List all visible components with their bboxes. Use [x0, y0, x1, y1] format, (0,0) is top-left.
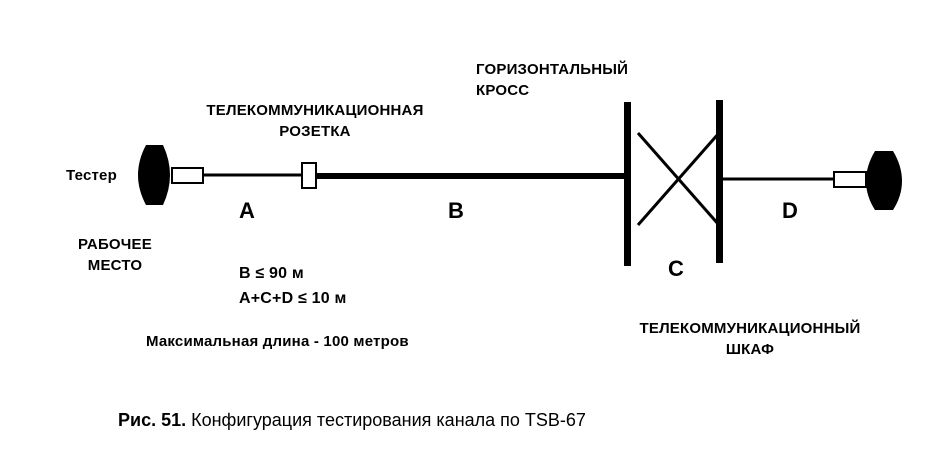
- tester-label: Тестер: [66, 167, 117, 184]
- left-plug: [171, 167, 204, 184]
- segment-d-label: D: [782, 198, 798, 223]
- cross-line2: КРОСС: [476, 82, 530, 99]
- outlet-line1: ТЕЛЕКОММУНИКАЦИОННАЯ: [206, 102, 424, 119]
- right-tester-icon: [866, 151, 902, 210]
- telecom-outlet: [301, 162, 317, 189]
- closet-line2: ШКАФ: [725, 341, 775, 358]
- closet-line1: ТЕЛЕКОММУНИКАЦИОННЫЙ: [639, 320, 861, 337]
- caption-text: Конфигурация тестирования канала по TSB-…: [191, 410, 586, 430]
- workplace-label: РАБОЧЕЕ МЕСТО: [60, 234, 170, 276]
- cross-right-bar: [716, 100, 723, 263]
- cross-label: ГОРИЗОНТАЛЬНЫЙ КРОСС: [476, 59, 628, 101]
- cross-line1: ГОРИЗОНТАЛЬНЫЙ: [476, 61, 629, 78]
- right-plug: [833, 171, 867, 188]
- outlet-line2: РОЗЕТКА: [279, 123, 351, 140]
- acd-limit-text: A+C+D ≤ 10 м: [239, 290, 347, 307]
- workplace-line1: РАБОЧЕЕ: [78, 236, 152, 253]
- outlet-label: ТЕЛЕКОММУНИКАЦИОННАЯ РОЗЕТКА: [170, 100, 460, 142]
- segment-c-label: C: [668, 256, 684, 281]
- b-limit-text: B ≤ 90 м: [239, 265, 304, 282]
- workplace-line2: МЕСТО: [87, 257, 143, 274]
- segment-b-label: B: [448, 198, 464, 223]
- caption-number: Рис. 51.: [118, 410, 187, 430]
- patch-cord-2: [636, 132, 721, 226]
- segment-a-label: A: [239, 198, 255, 223]
- left-tester-icon: [138, 145, 170, 205]
- figure-caption: Рис. 51. Конфигурация тестирования канал…: [118, 410, 586, 431]
- max-length-text: Максимальная длина - 100 метров: [146, 333, 409, 350]
- closet-label: ТЕЛЕКОММУНИКАЦИОННЫЙ ШКАФ: [600, 318, 900, 360]
- cross-left-bar: [624, 102, 631, 266]
